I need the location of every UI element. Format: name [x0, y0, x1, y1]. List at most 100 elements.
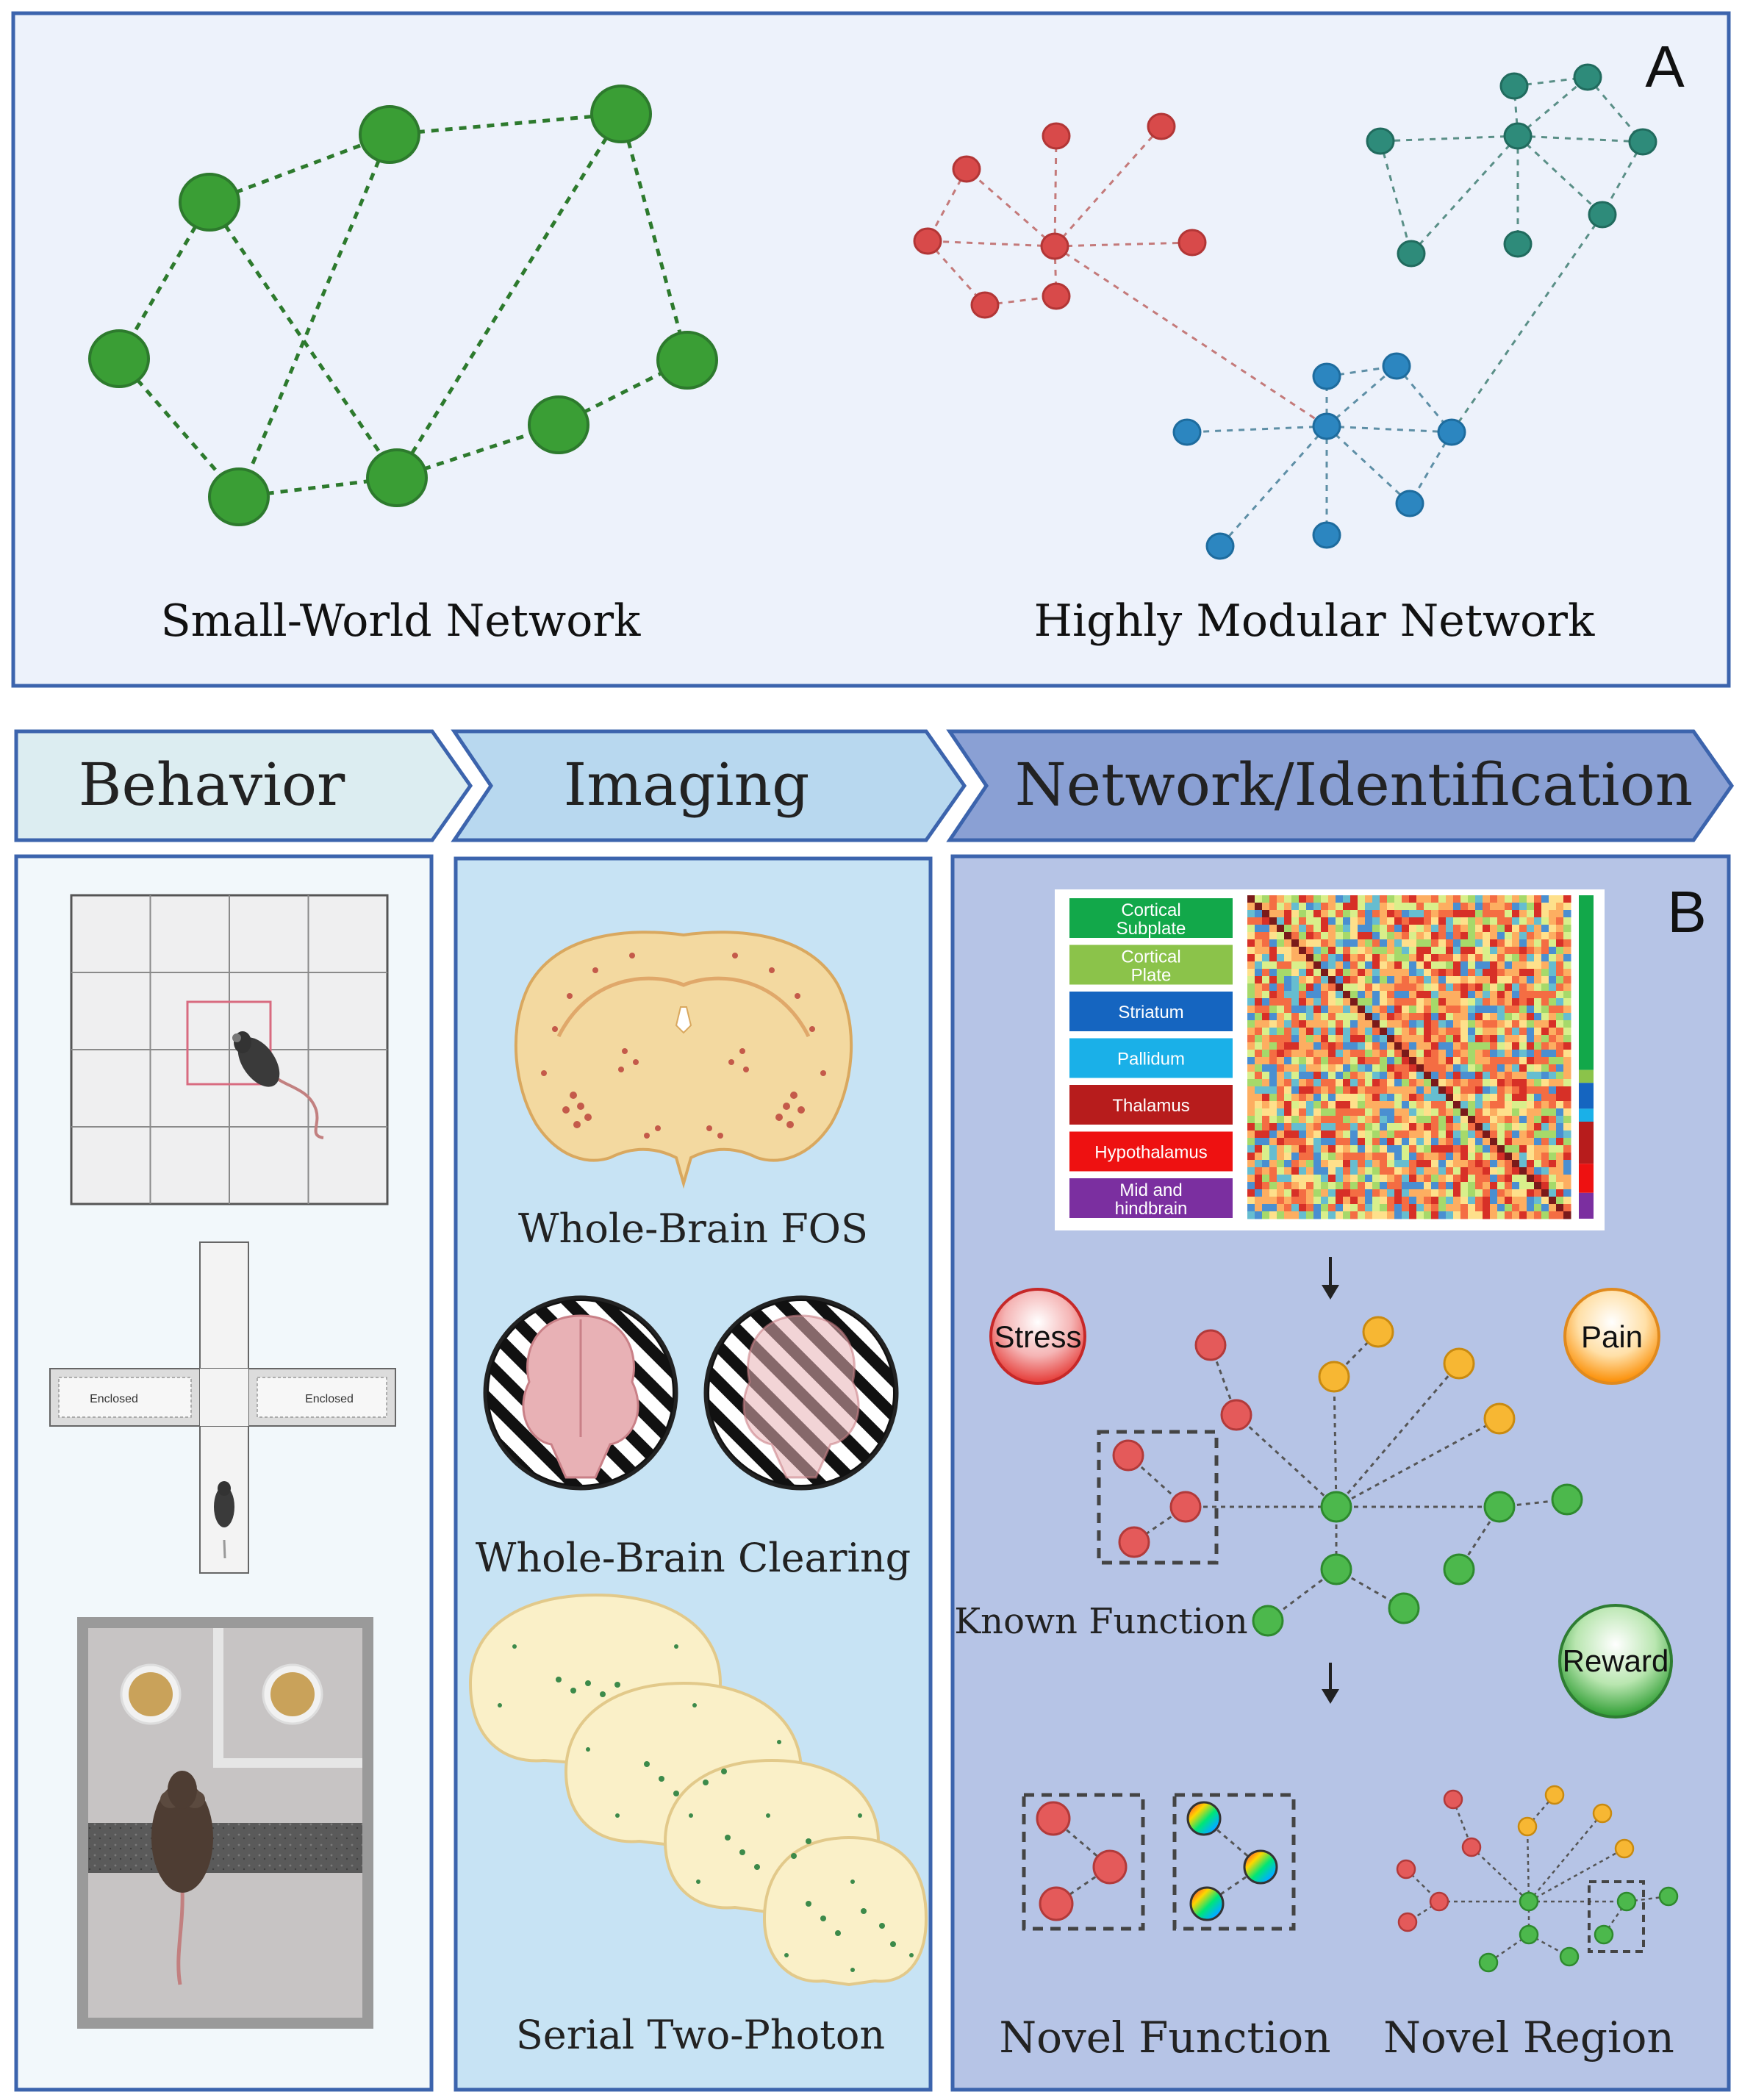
matrix-cell [1468, 895, 1476, 903]
coronal-brain-slice [514, 931, 853, 1189]
matrix-cell [1416, 983, 1424, 992]
matrix-cell [1431, 1167, 1439, 1175]
matrix-cell [1453, 1138, 1461, 1146]
matrix-cell [1299, 1204, 1307, 1212]
matrix-cell [1556, 1130, 1564, 1139]
matrix-cell [1409, 1204, 1417, 1212]
matrix-cell [1541, 1020, 1549, 1028]
matrix-cell [1269, 1204, 1277, 1212]
matrix-cell [1306, 998, 1314, 1006]
matrix-cell [1431, 1138, 1439, 1146]
matrix-cell [1468, 1138, 1476, 1146]
matrix-cell [1328, 983, 1336, 992]
matrix-cell [1512, 895, 1520, 903]
color-bar-segment [1579, 1069, 1594, 1083]
matrix-cell [1460, 1057, 1469, 1065]
matrix-cell [1313, 961, 1322, 970]
matrix-cell [1255, 1094, 1263, 1102]
matrix-cell [1460, 1035, 1469, 1043]
matrix-cell [1284, 1020, 1292, 1028]
matrix-cell [1284, 1086, 1292, 1094]
matrix-cell [1380, 903, 1388, 911]
matrix-cell [1483, 1006, 1491, 1014]
matrix-cell [1336, 1101, 1344, 1109]
matrix-cell [1563, 1153, 1571, 1161]
matrix-cell [1424, 1006, 1432, 1014]
matrix-cell [1490, 910, 1498, 918]
matrix-cell [1431, 895, 1439, 903]
matrix-cell [1468, 939, 1476, 947]
modular-network-label: Highly Modular Network [1034, 595, 1595, 647]
matrix-cell [1336, 895, 1344, 903]
matrix-cell [1519, 998, 1527, 1006]
matrix-cell [1541, 983, 1549, 992]
matrix-cell [1475, 925, 1483, 933]
matrix-cell [1527, 1064, 1535, 1072]
matrix-cell [1424, 910, 1432, 918]
matrix-cell [1541, 895, 1549, 903]
matrix-cell [1409, 895, 1417, 903]
matrix-cell [1453, 1094, 1461, 1102]
matrix-cell [1563, 1123, 1571, 1131]
matrix-cell [1563, 1006, 1571, 1014]
matrix-cell [1372, 1197, 1380, 1205]
matrix-cell [1284, 1101, 1292, 1109]
matrix-cell [1512, 1050, 1520, 1058]
matrix-cell [1299, 954, 1307, 962]
matrix-cell [1497, 1116, 1505, 1124]
matrix-cell [1519, 1050, 1527, 1058]
matrix-cell [1291, 1072, 1300, 1080]
matrix-cell [1328, 1197, 1336, 1205]
matrix-cell [1527, 983, 1535, 992]
matrix-cell [1358, 1042, 1366, 1050]
matrix-cell [1527, 1153, 1535, 1161]
matrix-cell [1505, 1167, 1513, 1175]
matrix-cell [1505, 1035, 1513, 1043]
matrix-cell [1505, 939, 1513, 947]
matrix-cell [1424, 1094, 1432, 1102]
matrix-cell [1541, 1057, 1549, 1065]
matrix-cell [1505, 1189, 1513, 1197]
matrix-cell [1563, 932, 1571, 940]
matrix-cell [1541, 954, 1549, 962]
matrix-cell [1512, 939, 1520, 947]
matrix-cell [1313, 976, 1322, 984]
matrix-cell [1372, 1153, 1380, 1161]
matrix-cell [1490, 1094, 1498, 1102]
matrix-cell [1313, 1167, 1322, 1175]
matrix-cell [1365, 1042, 1373, 1050]
matrix-cell [1372, 947, 1380, 955]
matrix-cell [1505, 1123, 1513, 1131]
matrix-cell [1291, 991, 1300, 999]
matrix-cell [1556, 1072, 1564, 1080]
matrix-cell [1343, 1086, 1351, 1094]
matrix-cell [1460, 1079, 1469, 1087]
matrix-cell [1519, 1006, 1527, 1014]
known-function-label: Known Function [954, 1601, 1247, 1642]
matrix-cell [1497, 1057, 1505, 1065]
matrix-cell [1328, 969, 1336, 977]
matrix-cell [1475, 1035, 1483, 1043]
matrix-cell [1519, 1108, 1527, 1117]
matrix-cell [1534, 983, 1542, 992]
down-arrow-icon [1322, 1663, 1339, 1704]
matrix-cell [1497, 1130, 1505, 1139]
matrix-cell [1527, 925, 1535, 933]
matrix-cell [1372, 1175, 1380, 1183]
matrix-cell [1519, 1020, 1527, 1028]
matrix-cell [1262, 925, 1270, 933]
matrix-cell [1328, 947, 1336, 955]
matrix-cell [1483, 1108, 1491, 1117]
matrix-cell [1358, 1086, 1366, 1094]
matrix-cell [1387, 991, 1395, 999]
matrix-cell [1262, 1035, 1270, 1043]
pain-badge: Pain [1563, 1288, 1660, 1385]
matrix-cell [1446, 954, 1454, 962]
pain-badge-label: Pain [1581, 1319, 1643, 1354]
matrix-cell [1313, 1101, 1322, 1109]
matrix-cell [1299, 1035, 1307, 1043]
pipeline-step-network: Network/Identification [1015, 750, 1693, 819]
matrix-cell [1343, 1167, 1351, 1175]
matrix-cell [1541, 1123, 1549, 1131]
